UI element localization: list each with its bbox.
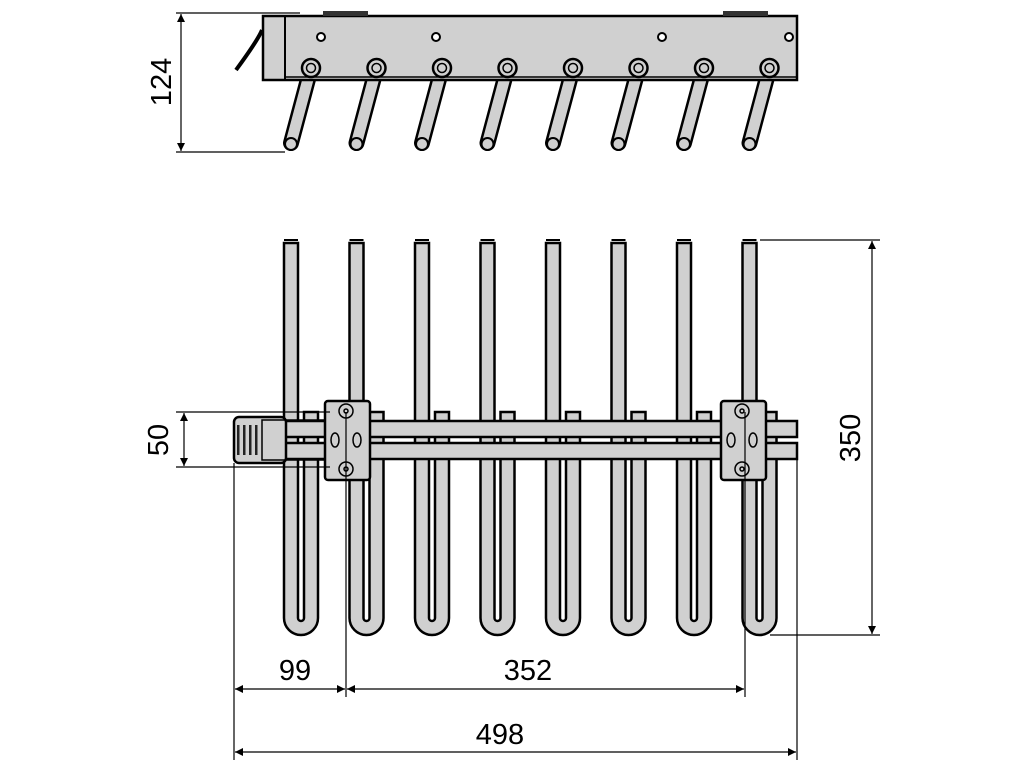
clip bbox=[723, 11, 768, 16]
handle-grip bbox=[243, 425, 246, 455]
slot bbox=[726, 432, 736, 448]
hook-pivot bbox=[567, 62, 579, 74]
slot bbox=[330, 432, 340, 448]
hook-pivot bbox=[436, 62, 448, 74]
hook bbox=[544, 241, 582, 637]
hook-end bbox=[480, 137, 495, 151]
dimension-mount-spacing: 352 bbox=[504, 655, 552, 687]
hook-pivot bbox=[502, 62, 513, 74]
hook-end bbox=[611, 137, 626, 151]
hook-end bbox=[546, 137, 560, 151]
hook-end bbox=[742, 137, 757, 151]
hook-pivot bbox=[371, 62, 382, 74]
clip bbox=[323, 11, 368, 16]
slot bbox=[748, 432, 758, 448]
screw-hole bbox=[431, 32, 441, 42]
hook-pivot bbox=[305, 62, 317, 74]
mounting-bracket bbox=[719, 399, 768, 482]
hook-end bbox=[349, 137, 364, 151]
mounting-bracket bbox=[323, 399, 372, 482]
dimension-offset: 99 bbox=[279, 655, 311, 687]
hook-end bbox=[284, 137, 298, 151]
screw bbox=[734, 461, 750, 477]
dimension-width: 498 bbox=[476, 719, 524, 751]
hook bbox=[479, 241, 516, 637]
hook bbox=[741, 241, 778, 637]
handle bbox=[232, 415, 288, 465]
dimension-depth: 350 bbox=[835, 414, 867, 462]
screw bbox=[734, 403, 750, 419]
hook-pivot bbox=[698, 62, 710, 74]
hook-end bbox=[677, 137, 691, 151]
side-view bbox=[234, 11, 799, 151]
handle-grip bbox=[237, 425, 240, 455]
hook bbox=[282, 241, 320, 637]
hook bbox=[675, 241, 713, 637]
handle-grip bbox=[255, 425, 258, 455]
hook-pivot bbox=[764, 62, 775, 74]
screw bbox=[739, 408, 745, 414]
hook bbox=[610, 241, 647, 637]
hook bbox=[413, 241, 451, 637]
slot bbox=[352, 432, 362, 448]
top-view bbox=[232, 239, 799, 637]
screw-hole bbox=[657, 32, 667, 42]
screw-hole bbox=[316, 32, 326, 42]
release-lever bbox=[234, 29, 264, 72]
hook-pivot bbox=[633, 62, 644, 74]
screw bbox=[739, 466, 745, 472]
hook-end bbox=[415, 137, 429, 151]
dimension-lines: 124 50 350 99 352 498 bbox=[143, 12, 880, 760]
dimension-height: 124 bbox=[146, 58, 178, 106]
mounting-rail bbox=[261, 14, 799, 82]
hook bbox=[348, 241, 385, 637]
handle-grip bbox=[249, 425, 252, 455]
screw-hole bbox=[784, 32, 794, 42]
dimension-rail-depth: 50 bbox=[143, 424, 175, 456]
